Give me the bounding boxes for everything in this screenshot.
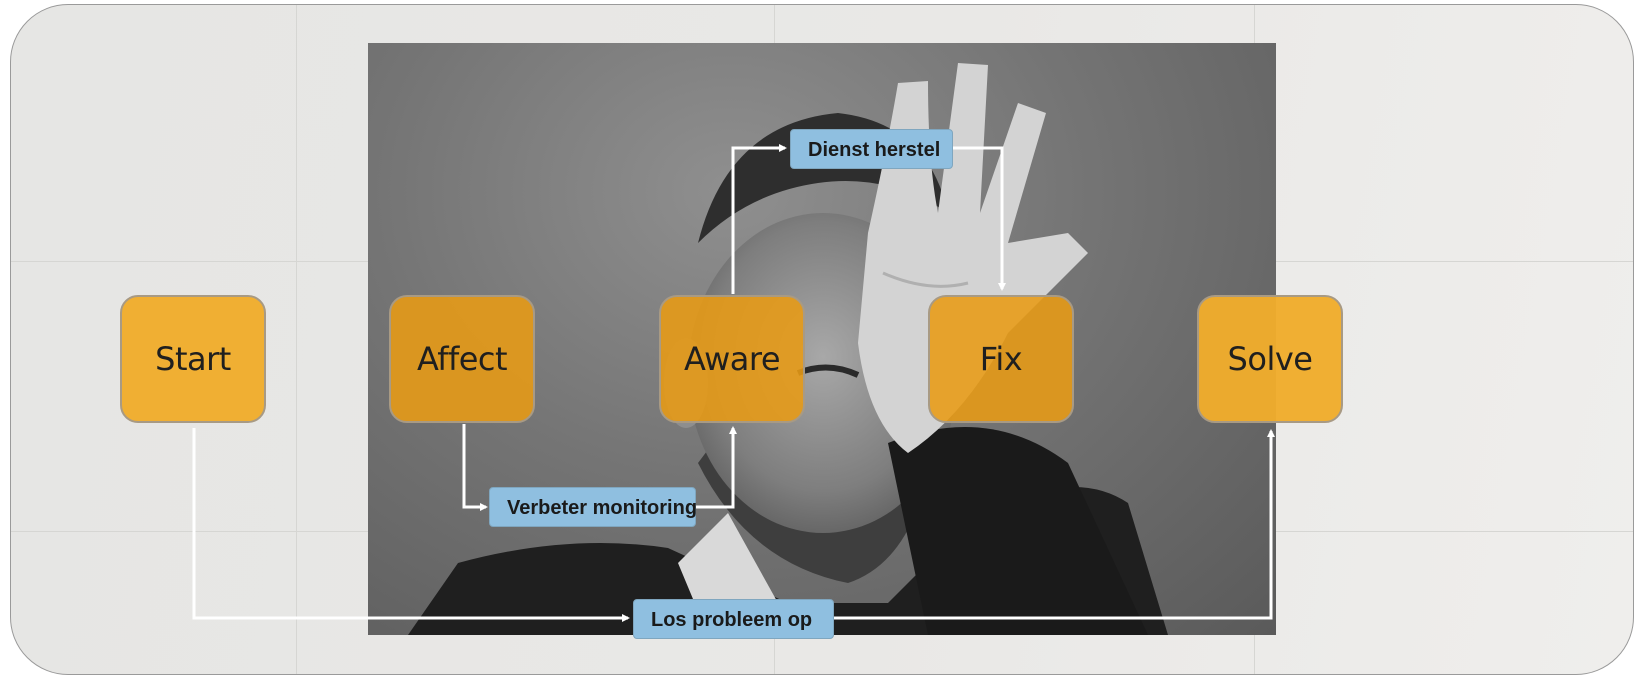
connector-affect-to-monitoring [462,424,488,511]
connector-herstel-to-fix [952,146,1006,291]
connector-start-to-los [192,428,630,622]
connector-monitoring-to-aware [696,426,737,509]
connector-los-to-solve [834,429,1275,620]
step-solve: Solve [1197,295,1343,423]
action-los-probleem-op: Los probleem op [633,599,834,639]
step-affect: Affect [389,295,535,423]
action-dienst-herstel: Dienst herstel [790,129,953,169]
action-verbeter-monitoring: Verbeter monitoring [489,487,697,527]
step-fix: Fix [928,295,1074,423]
step-aware: Aware [659,295,805,423]
connector-aware-to-herstel [731,144,787,294]
step-start: Start [120,295,266,423]
grid-line [296,5,297,674]
